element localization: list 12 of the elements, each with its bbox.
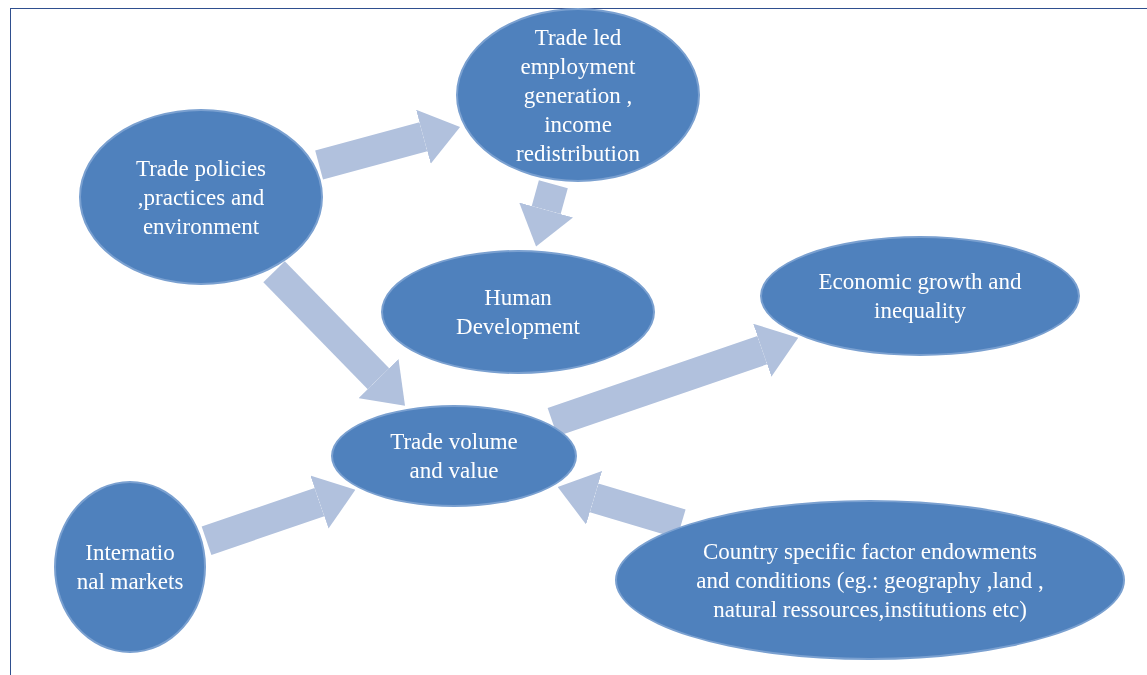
node-text: Country specific factor endowments and conditions (eg.: geography ,land , natural ressources,institutions etc) [695, 537, 1045, 624]
block-arrow [547, 323, 799, 437]
node-text: Internatio nal markets [75, 539, 185, 596]
node-text: Trade policies ,practices and environment [134, 154, 268, 241]
block-arrow [263, 261, 406, 406]
node-text: Economic growth and inequality [817, 268, 1023, 325]
node-text: Human Development [455, 284, 581, 341]
node-text: Trade led employment generation , income redistribution [515, 23, 641, 168]
node-text: Trade volume and value [389, 428, 519, 485]
block-arrow [201, 475, 356, 555]
block-arrow [315, 109, 461, 180]
block-arrow [519, 180, 574, 247]
